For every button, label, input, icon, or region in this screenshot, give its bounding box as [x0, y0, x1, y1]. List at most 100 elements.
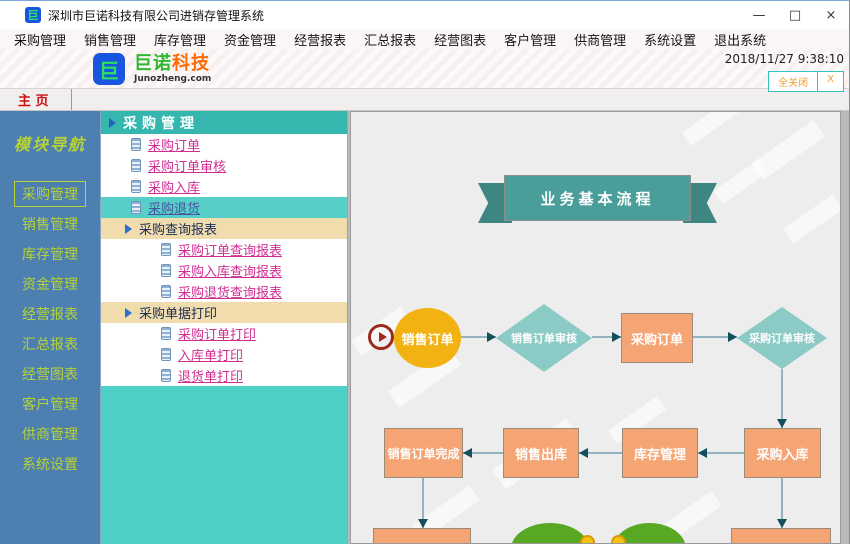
sidebar-item-customers[interactable]: 客户管理 — [22, 397, 78, 413]
tree-header[interactable]: 采购管理 — [101, 111, 347, 134]
arrowhead-right — [487, 332, 496, 342]
flow-connector — [592, 336, 621, 338]
close-button[interactable]: × — [825, 7, 837, 23]
sidebar-item-business-reports[interactable]: 经营报表 — [22, 307, 78, 323]
menu-item-inventory[interactable]: 库存管理 — [154, 33, 207, 49]
arrowhead-left — [463, 448, 472, 458]
minimize-button[interactable]: — — [752, 7, 766, 23]
coin-icon — [580, 535, 595, 543]
flow-node-partial-green-1 — [511, 523, 589, 543]
arrowhead-down — [418, 519, 428, 528]
bg-shape — [783, 194, 840, 244]
window-controls: — □ × — [741, 1, 849, 29]
sidebar-item-funds[interactable]: 资金管理 — [22, 277, 78, 293]
flow-connector — [698, 452, 744, 454]
sidebar-item-business-charts[interactable]: 经营图表 — [22, 367, 78, 383]
tab-action-buttons: 全关闭 X — [768, 71, 844, 92]
tree-panel: 采购管理 采购订单 采购订单审核 采购入库 采购退货 采购查询报表 采购订单查询… — [100, 111, 348, 544]
flow-connector — [422, 478, 424, 528]
arrowhead-down — [777, 419, 787, 428]
sidebar-item-sales[interactable]: 销售管理 — [22, 217, 78, 233]
form-icon — [161, 264, 171, 277]
tree-item-inbound-slip-print[interactable]: 入库单打印 — [101, 344, 347, 365]
flow-node-inventory-management: 库存管理 — [622, 428, 698, 478]
tree-item-purchase-inbound-query-report[interactable]: 采购入库查询报表 — [101, 260, 347, 281]
maximize-button[interactable]: □ — [788, 7, 802, 23]
flow-node-partial-green-2 — [613, 523, 686, 543]
form-icon — [161, 327, 171, 340]
menu-item-suppliers[interactable]: 供商管理 — [574, 33, 627, 49]
expand-arrow-icon — [125, 307, 132, 318]
flow-node-purchase-inbound: 采购入库 — [744, 428, 821, 478]
tree-group-purchase-query-reports[interactable]: 采购查询报表 — [101, 218, 347, 239]
flow-connector — [579, 452, 622, 454]
expand-arrow-icon — [109, 117, 116, 128]
form-icon — [131, 159, 141, 172]
flow-node-purchase-order-review: 采购订单审核 — [737, 307, 827, 369]
close-all-tabs-button[interactable]: 全关闭 — [778, 78, 809, 89]
menu-item-settings[interactable]: 系统设置 — [644, 33, 697, 49]
sidebar-item-inventory[interactable]: 库存管理 — [22, 247, 78, 263]
flow-node-purchase-order: 采购订单 — [621, 313, 693, 363]
menu-item-exit[interactable]: 退出系统 — [714, 33, 767, 49]
brand-domain: Junozheng.com — [134, 74, 212, 84]
module-sidebar: 模块导航 采购管理 销售管理 库存管理 资金管理 经营报表 汇总报表 经营图表 … — [0, 111, 100, 544]
tree-item-purchase-order-print[interactable]: 采购订单打印 — [101, 323, 347, 344]
flow-start-icon — [368, 324, 394, 350]
flow-node-sales-outbound: 销售出库 — [503, 428, 579, 478]
menu-item-business-charts[interactable]: 经营图表 — [434, 33, 487, 49]
menu-item-funds[interactable]: 资金管理 — [224, 33, 277, 49]
arrowhead-right — [728, 332, 737, 342]
coin-icon — [611, 535, 626, 543]
flow-connector — [781, 369, 783, 428]
form-icon — [161, 285, 171, 298]
sidebar-item-summary-reports[interactable]: 汇总报表 — [22, 337, 78, 353]
form-icon — [161, 369, 171, 382]
tree-item-purchase-inbound[interactable]: 采购入库 — [101, 176, 347, 197]
flow-node-partial-right — [731, 528, 831, 543]
main-content: 模块导航 采购管理 销售管理 库存管理 资金管理 经营报表 汇总报表 经营图表 … — [0, 111, 849, 544]
flow-connector — [461, 336, 496, 338]
bg-shape — [713, 159, 768, 205]
tree-item-purchase-return-query-report[interactable]: 采购退货查询报表 — [101, 281, 347, 302]
datetime-display: 2018/11/27 9:38:10 — [724, 52, 844, 66]
menu-item-customers[interactable]: 客户管理 — [504, 33, 557, 49]
tree-item-purchase-order-query-report[interactable]: 采购订单查询报表 — [101, 239, 347, 260]
bg-shape — [681, 112, 741, 146]
close-tab-button[interactable]: X — [817, 72, 843, 91]
flow-banner: 业务基本流程 — [504, 175, 691, 221]
title-bar: 巨 深圳市巨诺科技有限公司进销存管理系统 — □ × — [0, 1, 849, 29]
window-title: 深圳市巨诺科技有限公司进销存管理系统 — [48, 8, 265, 23]
form-icon — [131, 138, 141, 151]
menu-item-purchase[interactable]: 采购管理 — [14, 33, 67, 49]
flow-connector — [693, 336, 737, 338]
brand-logo: 巨 巨诺科技 Junozheng.com — [93, 53, 211, 85]
form-icon — [161, 243, 171, 256]
tab-strip: 主 页 — [0, 89, 849, 111]
arrowhead-down — [777, 519, 787, 528]
tree-item-return-slip-print[interactable]: 退货单打印 — [101, 365, 347, 386]
app-icon: 巨 — [25, 7, 41, 23]
menu-item-sales[interactable]: 销售管理 — [84, 33, 137, 49]
form-icon — [131, 180, 141, 193]
tree-item-purchase-order[interactable]: 采购订单 — [101, 134, 347, 155]
menu-item-summary-reports[interactable]: 汇总报表 — [364, 33, 417, 49]
tab-home[interactable]: 主 页 — [0, 89, 72, 110]
menu-bar: 采购管理 销售管理 库存管理 资金管理 经营报表 汇总报表 经营图表 客户管理 … — [0, 29, 849, 49]
tree-item-purchase-order-review[interactable]: 采购订单审核 — [101, 155, 347, 176]
tree-group-purchase-doc-print[interactable]: 采购单据打印 — [101, 302, 347, 323]
flow-node-sales-order: 销售订单 — [394, 308, 461, 368]
arrowhead-left — [579, 448, 588, 458]
flow-connector — [781, 478, 783, 528]
tree-item-purchase-return[interactable]: 采购退货 — [101, 197, 347, 218]
flow-node-sales-order-review: 销售订单审核 — [496, 304, 592, 372]
sidebar-title: 模块导航 — [13, 135, 86, 154]
sidebar-item-purchase[interactable]: 采购管理 — [0, 179, 100, 209]
menu-item-business-reports[interactable]: 经营报表 — [294, 33, 347, 49]
sidebar-item-suppliers[interactable]: 供商管理 — [22, 427, 78, 443]
flow-connector — [463, 452, 503, 454]
header-band: 巨 巨诺科技 Junozheng.com 2018/11/27 9:38:10 … — [0, 49, 849, 92]
sidebar-item-settings[interactable]: 系统设置 — [22, 457, 78, 473]
form-icon — [161, 348, 171, 361]
